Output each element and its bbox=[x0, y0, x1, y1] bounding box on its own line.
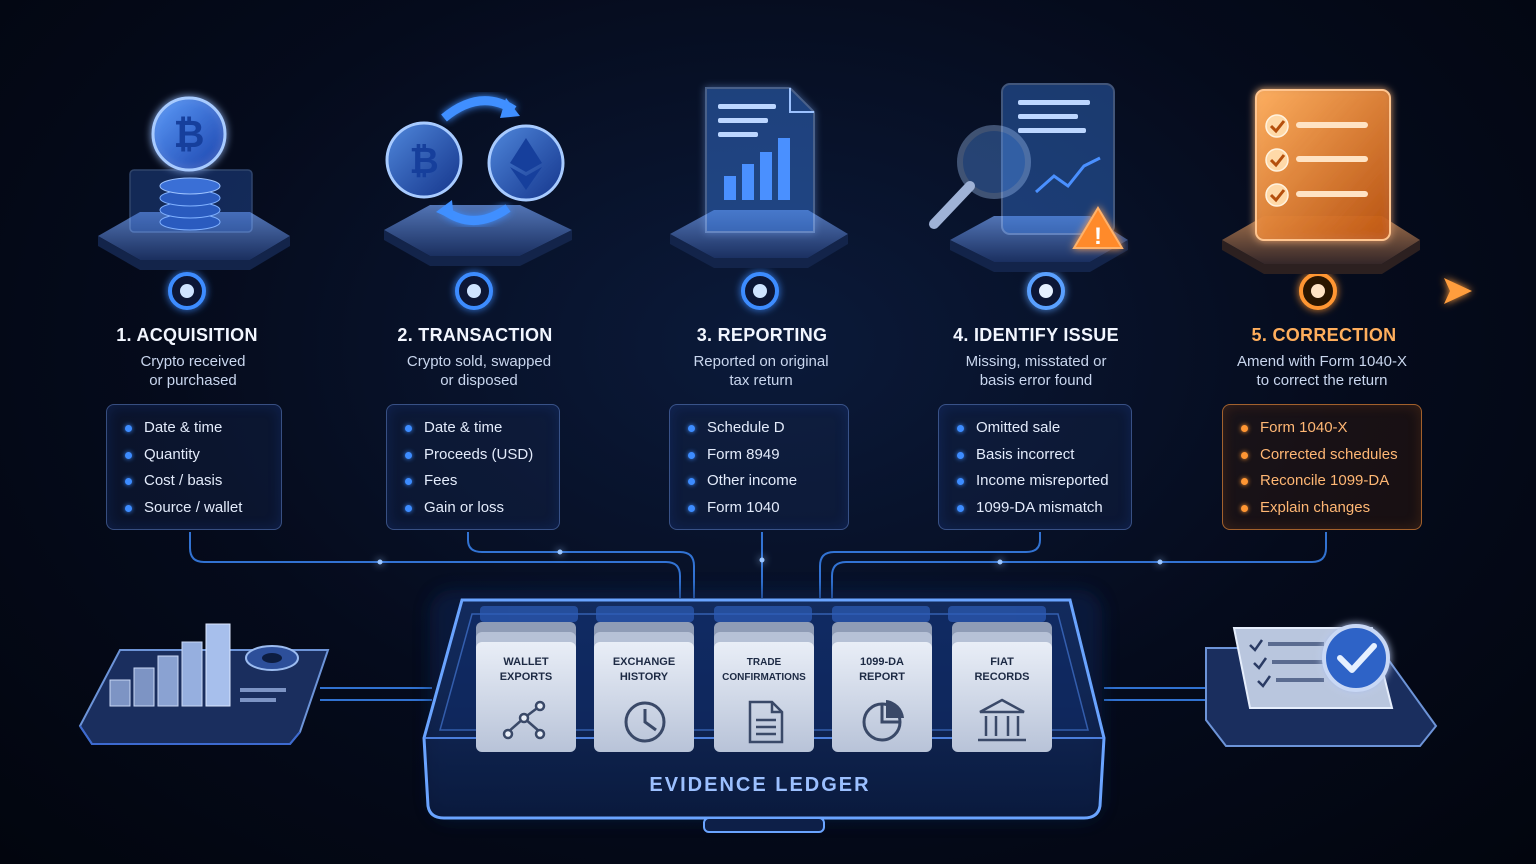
stage-2-subtitle: Crypto sold, swapped or disposed bbox=[329, 352, 629, 390]
bitcoin-coin-stack-icon: ₿ bbox=[98, 96, 290, 270]
list-item: Form 8949 bbox=[688, 444, 834, 471]
list-item: Proceeds (USD) bbox=[405, 444, 545, 471]
stage-2-subtitle-line: or disposed bbox=[440, 372, 518, 389]
ledger-folder-papers bbox=[476, 622, 1052, 752]
stage-1-card: Date & time Quantity Cost / basis Source… bbox=[106, 404, 282, 530]
checklist-icon bbox=[1222, 89, 1420, 274]
stage-4-title: 4. IDENTIFY ISSUE bbox=[953, 325, 1119, 345]
stage-5-subtitle: Amend with Form 1040-X to correct the re… bbox=[1172, 352, 1472, 390]
pie-chart-icon bbox=[862, 700, 904, 742]
clock-icon bbox=[624, 701, 666, 743]
folder-label-line: CONFIRMATIONS bbox=[722, 672, 806, 683]
folder-label-wallet-exports: WALLET EXPORTS bbox=[476, 655, 576, 685]
bar-chart-dashboard-icon bbox=[78, 623, 330, 745]
ledger-connectors bbox=[189, 532, 1327, 701]
stage-3-subtitle: Reported on original tax return bbox=[611, 352, 911, 390]
folder-label-line: FIAT bbox=[990, 656, 1014, 668]
svg-text:!: ! bbox=[1094, 223, 1102, 250]
stage-4-subtitle-line: basis error found bbox=[979, 372, 1093, 389]
ledger-dividers bbox=[480, 606, 1046, 622]
list-item: Reconcile 1099-DA bbox=[1241, 470, 1407, 497]
timeline-node-1 bbox=[168, 272, 206, 310]
folder-label-line: 1099-DA bbox=[859, 656, 905, 668]
list-item: Fees bbox=[405, 470, 545, 497]
list-item: Form 1040-X bbox=[1241, 417, 1407, 444]
stage-3-subtitle-line: tax return bbox=[729, 372, 793, 389]
connector-glow-points bbox=[377, 549, 1163, 565]
stage-4-subtitle-line: Missing, misstated or bbox=[965, 353, 1107, 370]
stage-3-title: 3. REPORTING bbox=[696, 325, 828, 345]
stage-5-title: 5. CORRECTION bbox=[1251, 325, 1397, 345]
list-item: Cost / basis bbox=[125, 470, 267, 497]
stage-2-card: Date & time Proceeds (USD) Fees Gain or … bbox=[386, 404, 560, 530]
ledger-title: EVIDENCE LEDGER bbox=[649, 774, 871, 796]
stage-5-card: Form 1040-X Corrected schedules Reconcil… bbox=[1222, 404, 1422, 530]
list-item: Other income bbox=[688, 470, 834, 497]
folder-label-line: WALLET bbox=[503, 656, 549, 668]
list-item: Income misreported bbox=[957, 470, 1117, 497]
stage-3-subtitle-line: Reported on original bbox=[693, 353, 829, 370]
approved-checklist-icon bbox=[1205, 624, 1438, 747]
stage-4-card: Omitted sale Basis incorrect Income misr… bbox=[938, 404, 1132, 530]
list-item: Explain changes bbox=[1241, 497, 1407, 524]
timeline-node-4 bbox=[1027, 272, 1065, 310]
stage-4-subtitle: Missing, misstated or basis error found bbox=[886, 352, 1186, 390]
stage-1-subtitle-line: Crypto received bbox=[140, 353, 246, 370]
stage-2-title: 2. TRANSACTION bbox=[397, 325, 553, 345]
list-item: 1099-DA mismatch bbox=[957, 497, 1117, 524]
folder-label-line: EXCHANGE bbox=[612, 656, 676, 668]
list-item: Source / wallet bbox=[125, 497, 267, 524]
stage-1-subtitle: Crypto received or purchased bbox=[43, 352, 343, 390]
folder-label-line: REPORT bbox=[859, 671, 905, 683]
stage-1-title: 1. ACQUISITION bbox=[116, 325, 258, 345]
timeline-node-5 bbox=[1299, 272, 1337, 310]
bank-icon bbox=[978, 698, 1026, 742]
list-item: Gain or loss bbox=[405, 497, 545, 524]
timeline-node-2 bbox=[455, 272, 493, 310]
folder-label-1099-da-report: 1099-DA REPORT bbox=[832, 655, 932, 685]
magnifier-warning-icon: ! bbox=[929, 83, 1128, 272]
folder-label-trade-confirmations: TRADE CONFIRMATIONS bbox=[714, 655, 814, 685]
crypto-swap-icon: ₿ bbox=[384, 96, 572, 266]
folder-label-exchange-history: EXCHANGE HISTORY bbox=[594, 655, 694, 685]
list-item: Corrected schedules bbox=[1241, 444, 1407, 471]
document-icon bbox=[748, 700, 784, 744]
report-bar-chart-icon bbox=[670, 87, 848, 268]
folder-label-line: EXPORTS bbox=[499, 671, 553, 683]
svg-text:₿: ₿ bbox=[409, 140, 438, 181]
stage-5-subtitle-line: to correct the return bbox=[1256, 372, 1388, 389]
stage-3-card: Schedule D Form 8949 Other income Form 1… bbox=[669, 404, 849, 530]
folder-label-line: HISTORY bbox=[619, 671, 669, 683]
stage-2-subtitle-line: Crypto sold, swapped bbox=[406, 353, 552, 370]
timeline-node-3 bbox=[741, 272, 779, 310]
network-nodes-icon bbox=[502, 700, 546, 740]
list-item: Quantity bbox=[125, 444, 267, 471]
list-item: Omitted sale bbox=[957, 417, 1117, 444]
list-item: Schedule D bbox=[688, 417, 834, 444]
timeline-arrow-icon bbox=[1444, 278, 1472, 304]
svg-text:₿: ₿ bbox=[174, 114, 205, 156]
list-item: Form 1040 bbox=[688, 497, 834, 524]
folder-label-fiat-records: FIAT RECORDS bbox=[952, 655, 1052, 685]
list-item: Date & time bbox=[125, 417, 267, 444]
list-item: Basis incorrect bbox=[957, 444, 1117, 471]
stage-1-subtitle-line: or purchased bbox=[149, 372, 237, 389]
folder-label-line: RECORDS bbox=[974, 671, 1030, 683]
folder-label-line: TRADE bbox=[746, 657, 782, 668]
list-item: Date & time bbox=[405, 417, 545, 444]
stage-5-subtitle-line: Amend with Form 1040-X bbox=[1236, 353, 1408, 370]
